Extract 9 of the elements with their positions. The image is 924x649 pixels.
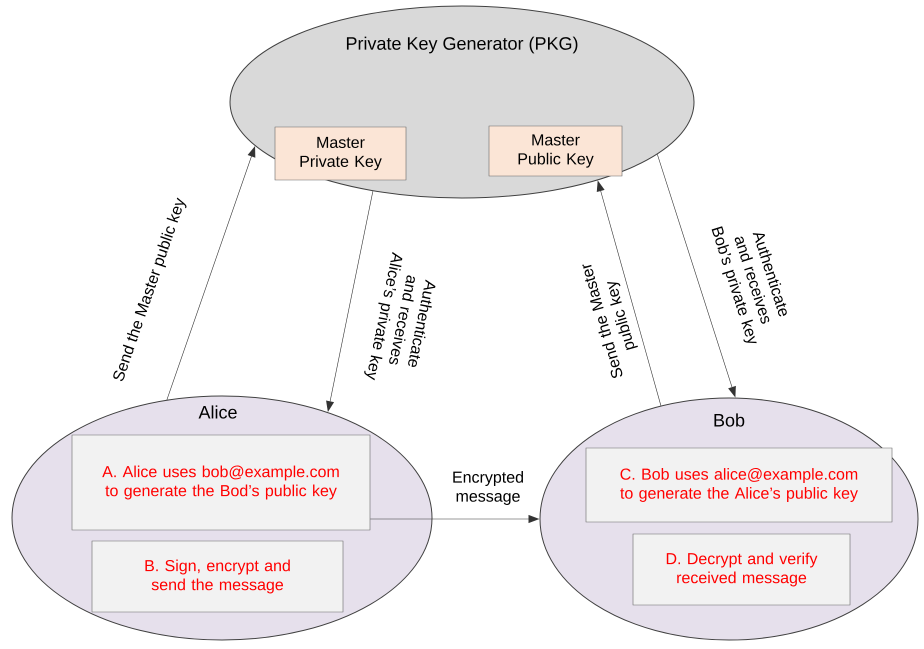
edge-label: Send the Master public key xyxy=(113,197,186,382)
edge-label: Encrypted message xyxy=(453,471,523,505)
edge-label: Send the Master public key xyxy=(582,264,638,378)
step-box: D. Decrypt and verify received message xyxy=(632,534,850,606)
key-box: Master Public Key xyxy=(488,126,622,176)
step-box: C. Bob uses alice@example.com to generate the Alice’s public key xyxy=(586,448,892,522)
step-box: B. Sign, encrypt and send the message xyxy=(92,540,344,612)
step-box: A. Alice uses bob@example.com to generate the Bod’s public key xyxy=(72,434,370,530)
key-box: Master Private Key xyxy=(274,126,406,180)
